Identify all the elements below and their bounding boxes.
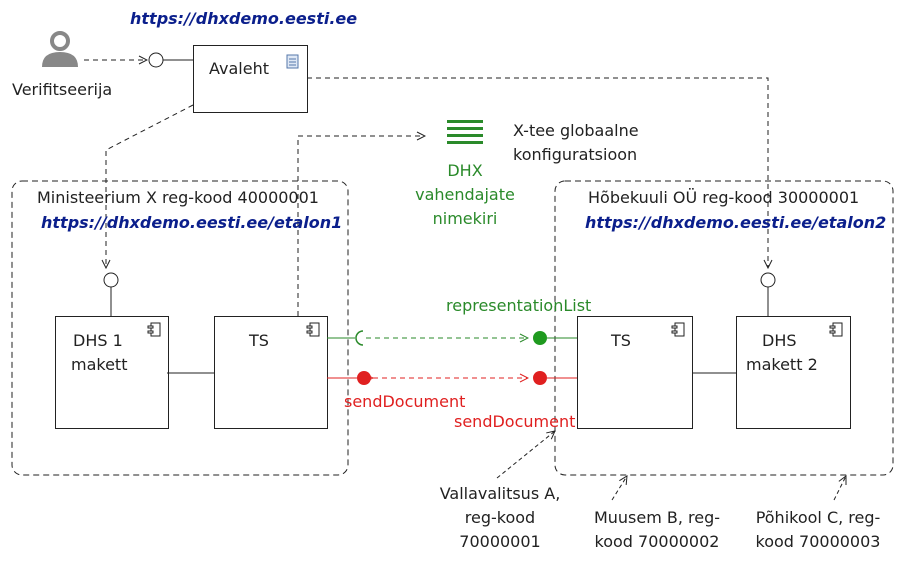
xtee-label-line2: konfiguratsioon [513,145,638,164]
client-a-line3: 70000001 [459,532,541,551]
xtee-label-line1: X-tee globaalne [513,121,639,140]
left-container-title: Ministeerium X reg-kood 40000001 [37,188,319,207]
send-document-right-label: sendDocument [454,412,576,431]
client-b-line2: kood 70000002 [594,532,720,551]
ts-left-box [214,316,328,429]
send-document-left-label: sendDocument [344,392,466,411]
dhx-list-line2: vahendajate [415,185,515,204]
dhs1-label-line1: DHS 1 [73,331,123,350]
ts-left-label: TS [249,331,269,350]
representation-list-label: representationList [446,296,592,315]
dhs2-label-line1: DHS [762,331,797,350]
dhx-list-line1: DHX [447,161,483,180]
avaleht-box [193,45,308,113]
list-icon [447,120,483,144]
dhs2-label-line2: makett 2 [746,355,818,374]
client-c-line2: kood 70000003 [755,532,881,551]
right-container-title: Hõbekuuli OÜ reg-kood 30000001 [588,188,860,207]
avaleht-url[interactable]: https://dhxdemo.eesti.ee [130,9,358,28]
left-container-url[interactable]: https://dhxdemo.eesti.ee/etalon1 [41,213,343,232]
dhx-list-line3: nimekiri [432,209,498,228]
verifier-label: Verifitseerija [12,80,113,99]
right-container-url[interactable]: https://dhxdemo.eesti.ee/etalon2 [585,213,887,232]
client-b-line1: Muusem B, reg- [593,508,721,527]
avaleht-label: Avaleht [209,59,269,78]
ts-right-label: TS [611,331,631,350]
client-a-line2: reg-kood [464,508,536,527]
client-a-line1: Vallavalitsus A, [439,484,561,503]
ts-right-box [577,316,693,429]
person-icon [42,31,78,67]
client-c-line1: Põhikool C, reg- [755,508,881,527]
dhs1-label-line2: makett [71,355,128,374]
